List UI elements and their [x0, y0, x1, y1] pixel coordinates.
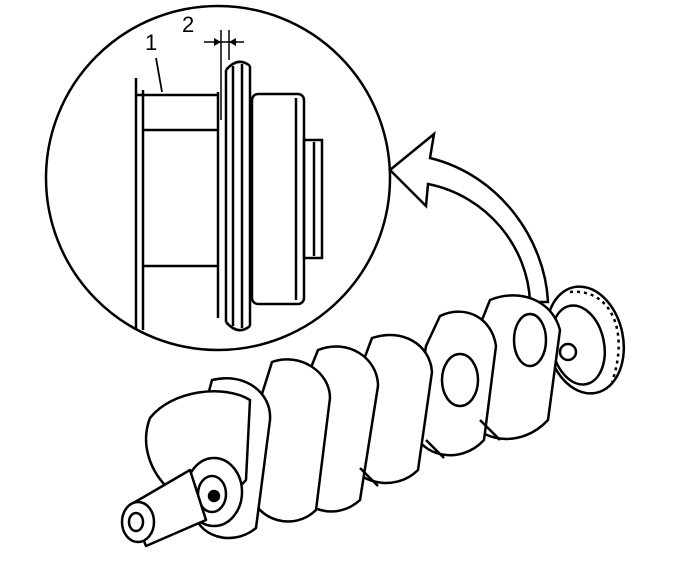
arrow-body: [390, 134, 548, 302]
nose-stub: [304, 140, 322, 258]
callout-2: 2: [182, 12, 195, 37]
callout-1: 1: [145, 30, 158, 55]
crankshaft: [122, 279, 633, 546]
rear-pin: [560, 344, 576, 360]
pointer-arrow: [390, 134, 548, 302]
detail-view: [46, 6, 390, 350]
journal-mid: [442, 354, 478, 406]
flange-cap-bottom: [226, 322, 250, 330]
oil-hole: [209, 491, 219, 501]
dim-arrowhead-left: [214, 38, 221, 46]
journal-rear: [514, 314, 546, 366]
snout-bore: [129, 513, 143, 531]
dim-arrowhead-right: [229, 38, 236, 46]
leader-1: [156, 58, 162, 92]
web-shadow-1: [360, 420, 500, 486]
flange-cap-top: [226, 62, 250, 70]
